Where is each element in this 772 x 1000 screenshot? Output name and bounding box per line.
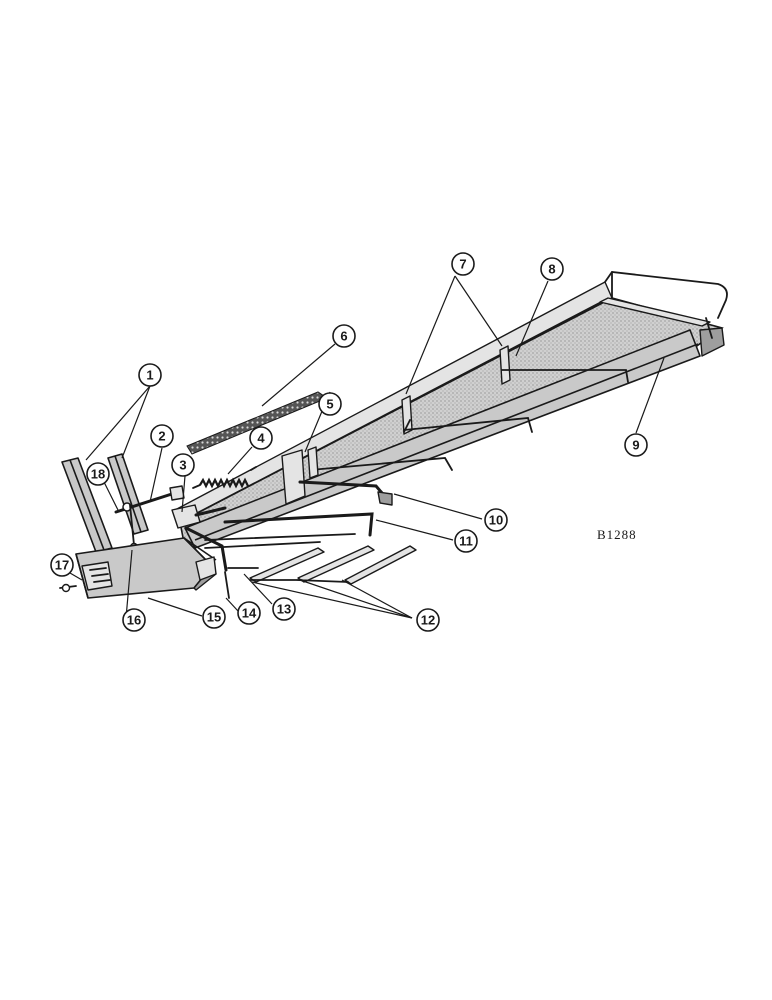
- svg-text:5: 5: [326, 397, 333, 412]
- callout-17: 17: [50, 553, 74, 577]
- bracket-under-front: [307, 446, 453, 479]
- callout-11: 11: [454, 529, 478, 553]
- latch-assembly: [59, 561, 113, 593]
- pivot-arm: [171, 504, 228, 572]
- support-legs: [224, 567, 259, 599]
- slat-3: [344, 545, 417, 585]
- callout-10: 10: [484, 508, 508, 532]
- tension-spring: [192, 466, 257, 489]
- callout-13: 13: [272, 597, 296, 621]
- callout-7: 7: [451, 252, 475, 276]
- lever: [114, 485, 185, 514]
- callout-15: 15: [202, 605, 226, 629]
- callout-16: 16: [122, 608, 146, 632]
- svg-text:1: 1: [146, 368, 153, 383]
- trough-end-plate: [699, 327, 725, 357]
- svg-text:11: 11: [459, 534, 473, 549]
- callout-3: 3: [171, 453, 195, 477]
- svg-text:2: 2: [158, 429, 165, 444]
- svg-text:16: 16: [127, 613, 141, 628]
- callouts: 1 2 3 4 5 6 7 8 9 10 11 12 13 14 15 16 1…: [50, 252, 648, 632]
- svg-text:4: 4: [257, 431, 265, 446]
- svg-text:15: 15: [207, 610, 221, 625]
- svg-text:17: 17: [55, 558, 69, 573]
- bracket-front: [401, 395, 533, 435]
- svg-text:14: 14: [242, 606, 257, 621]
- callout-2: 2: [150, 424, 174, 448]
- svg-text:18: 18: [91, 467, 105, 482]
- trough-rim-rail: [604, 271, 728, 319]
- callout-5: 5: [318, 392, 342, 416]
- callout-4: 4: [249, 426, 273, 450]
- svg-text:13: 13: [277, 602, 291, 617]
- callout-12: 12: [416, 608, 440, 632]
- callout-6: 6: [332, 324, 356, 348]
- callout-14: 14: [237, 601, 261, 625]
- callout-9: 9: [624, 433, 648, 457]
- cross-brackets: [307, 297, 713, 479]
- slats: [249, 545, 417, 585]
- callout-8: 8: [540, 257, 564, 281]
- bracket-rear: [599, 297, 713, 339]
- svg-text:12: 12: [421, 613, 435, 628]
- svg-text:7: 7: [459, 257, 466, 272]
- svg-text:9: 9: [632, 438, 639, 453]
- side-plate: [281, 449, 306, 505]
- shaker-rod: [223, 512, 374, 537]
- callout-18: 18: [86, 462, 110, 486]
- svg-text:3: 3: [179, 458, 186, 473]
- drawing-code-label: B1288: [597, 527, 637, 542]
- frame-posts: [61, 453, 149, 553]
- svg-text:6: 6: [340, 329, 347, 344]
- callout-1: 1: [138, 363, 162, 387]
- svg-text:10: 10: [489, 513, 503, 528]
- bracket-middle: [499, 345, 629, 385]
- svg-text:8: 8: [548, 262, 555, 277]
